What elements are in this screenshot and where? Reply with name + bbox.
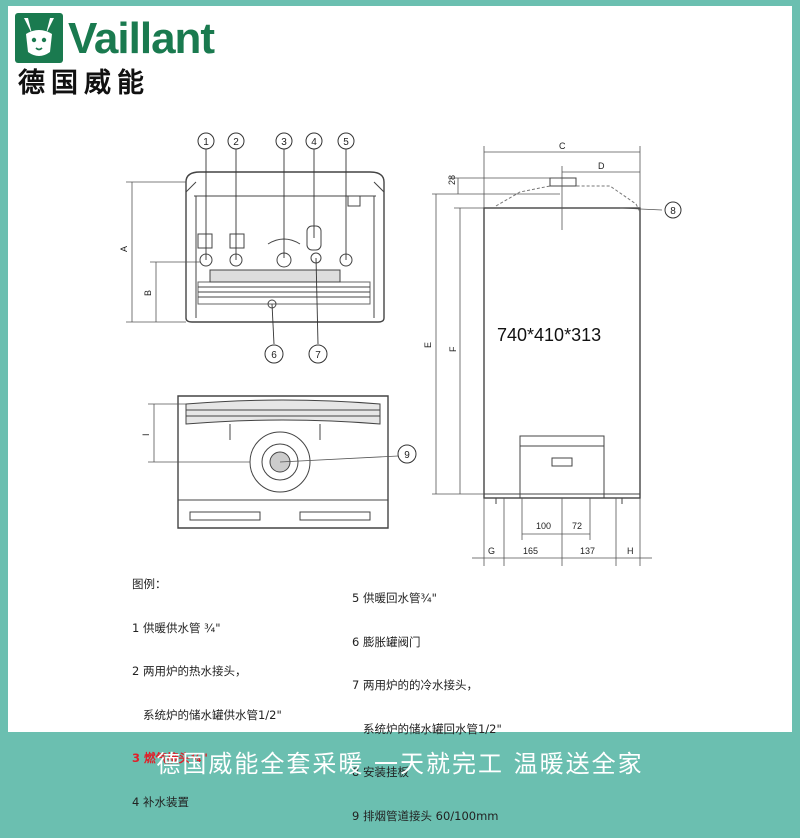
callout-7 <box>308 344 328 364</box>
dim-a-label: A <box>119 246 129 252</box>
callout-4-label: 4 <box>311 137 317 148</box>
dim-i-label: I <box>141 433 151 436</box>
callout-9-label: 9 <box>404 450 410 461</box>
callout-leaders-top <box>205 148 347 345</box>
legend-item-2: 2 两用炉的热水接头， <box>132 664 247 678</box>
callout-4 <box>305 132 323 150</box>
dim-f-label: F <box>448 346 458 352</box>
callout-1 <box>197 132 215 150</box>
legend-item-4: 4 补水装置 <box>132 794 189 809</box>
brand-chinese-name: 德国威能 <box>18 68 150 99</box>
callout-9 <box>397 444 417 464</box>
dim-e-label: E <box>423 342 433 348</box>
technical-drawing: 1 2 3 4 5 6 7 8 9 A B I C D E F 28 G H 1… <box>119 132 682 566</box>
brand-block: Vaillant 德国威能 <box>14 12 215 104</box>
boiler-top-view <box>177 395 389 529</box>
dim-28-label: 28 <box>447 175 457 185</box>
promo-slogan: 德国威能全套采暖 一天就完工 温暖送全家 <box>156 750 644 778</box>
legend-item-9: 9 排烟管道接头 60/100mm <box>352 808 499 823</box>
legend-title: 图例： <box>132 577 167 591</box>
callout-3-label: 3 <box>281 137 287 148</box>
dim-g-label: G <box>488 546 495 556</box>
legend-left: 图例： 1 供暖供水管 ¾" 2 两用炉的热水接头， 系统炉的储水罐供水管1/2… <box>132 548 282 824</box>
callout-7-label: 7 <box>315 350 321 361</box>
callout-8 <box>664 201 682 219</box>
callout-8-label: 8 <box>670 206 676 217</box>
callout-5 <box>337 132 355 150</box>
legend-item-6: 6 膨胀罐阀门 <box>352 634 421 649</box>
dim-b-label: B <box>143 290 153 296</box>
brand-name: Vaillant <box>68 14 215 63</box>
rabbit-logo <box>15 13 63 63</box>
legend-item-5: 5 供暖回水管¾" <box>352 591 437 605</box>
dim-72-label: 72 <box>572 521 582 531</box>
callout-6-label: 6 <box>271 350 277 361</box>
legend-item-2-cont: 系统炉的储水罐供水管1/2" <box>132 707 282 722</box>
callout-1-label: 1 <box>203 137 209 148</box>
diagram-panel <box>8 6 792 732</box>
boiler-size-label: 740*410*313 <box>497 325 601 345</box>
dim-h-label: H <box>627 546 634 556</box>
callout-2 <box>227 132 245 150</box>
callout-5-label: 5 <box>343 137 349 148</box>
legend-item-7: 7 两用炉的的冷水接头， <box>352 678 478 692</box>
boiler-bottom-view <box>185 171 385 323</box>
legend-item-1: 1 供暖供水管 ¾" <box>132 620 221 635</box>
dim-165-label: 165 <box>523 546 538 556</box>
callout-3 <box>275 132 293 150</box>
callout-2-label: 2 <box>233 137 239 148</box>
dim-d-label: D <box>598 161 605 171</box>
dimension-lines-flue <box>148 403 399 463</box>
dim-100-label: 100 <box>536 521 551 531</box>
legend-item-8: 8 安装挂板 <box>352 765 409 779</box>
legend-right: 5 供暖回水管¾" 6 膨胀罐阀门 7 两用炉的的冷水接头， 系统炉的储水罐回水… <box>352 562 502 838</box>
dim-c-label: C <box>559 141 566 151</box>
callouts <box>197 132 682 464</box>
dimension-lines-top <box>126 181 200 323</box>
callout-6 <box>264 344 284 364</box>
legend-item-3: 3 燃气接头¾" <box>132 751 208 765</box>
legend-item-7-cont: 系统炉的储水罐回水管1/2" <box>352 721 502 736</box>
dimension-lines-side <box>432 146 663 566</box>
dim-137-label: 137 <box>580 546 595 556</box>
